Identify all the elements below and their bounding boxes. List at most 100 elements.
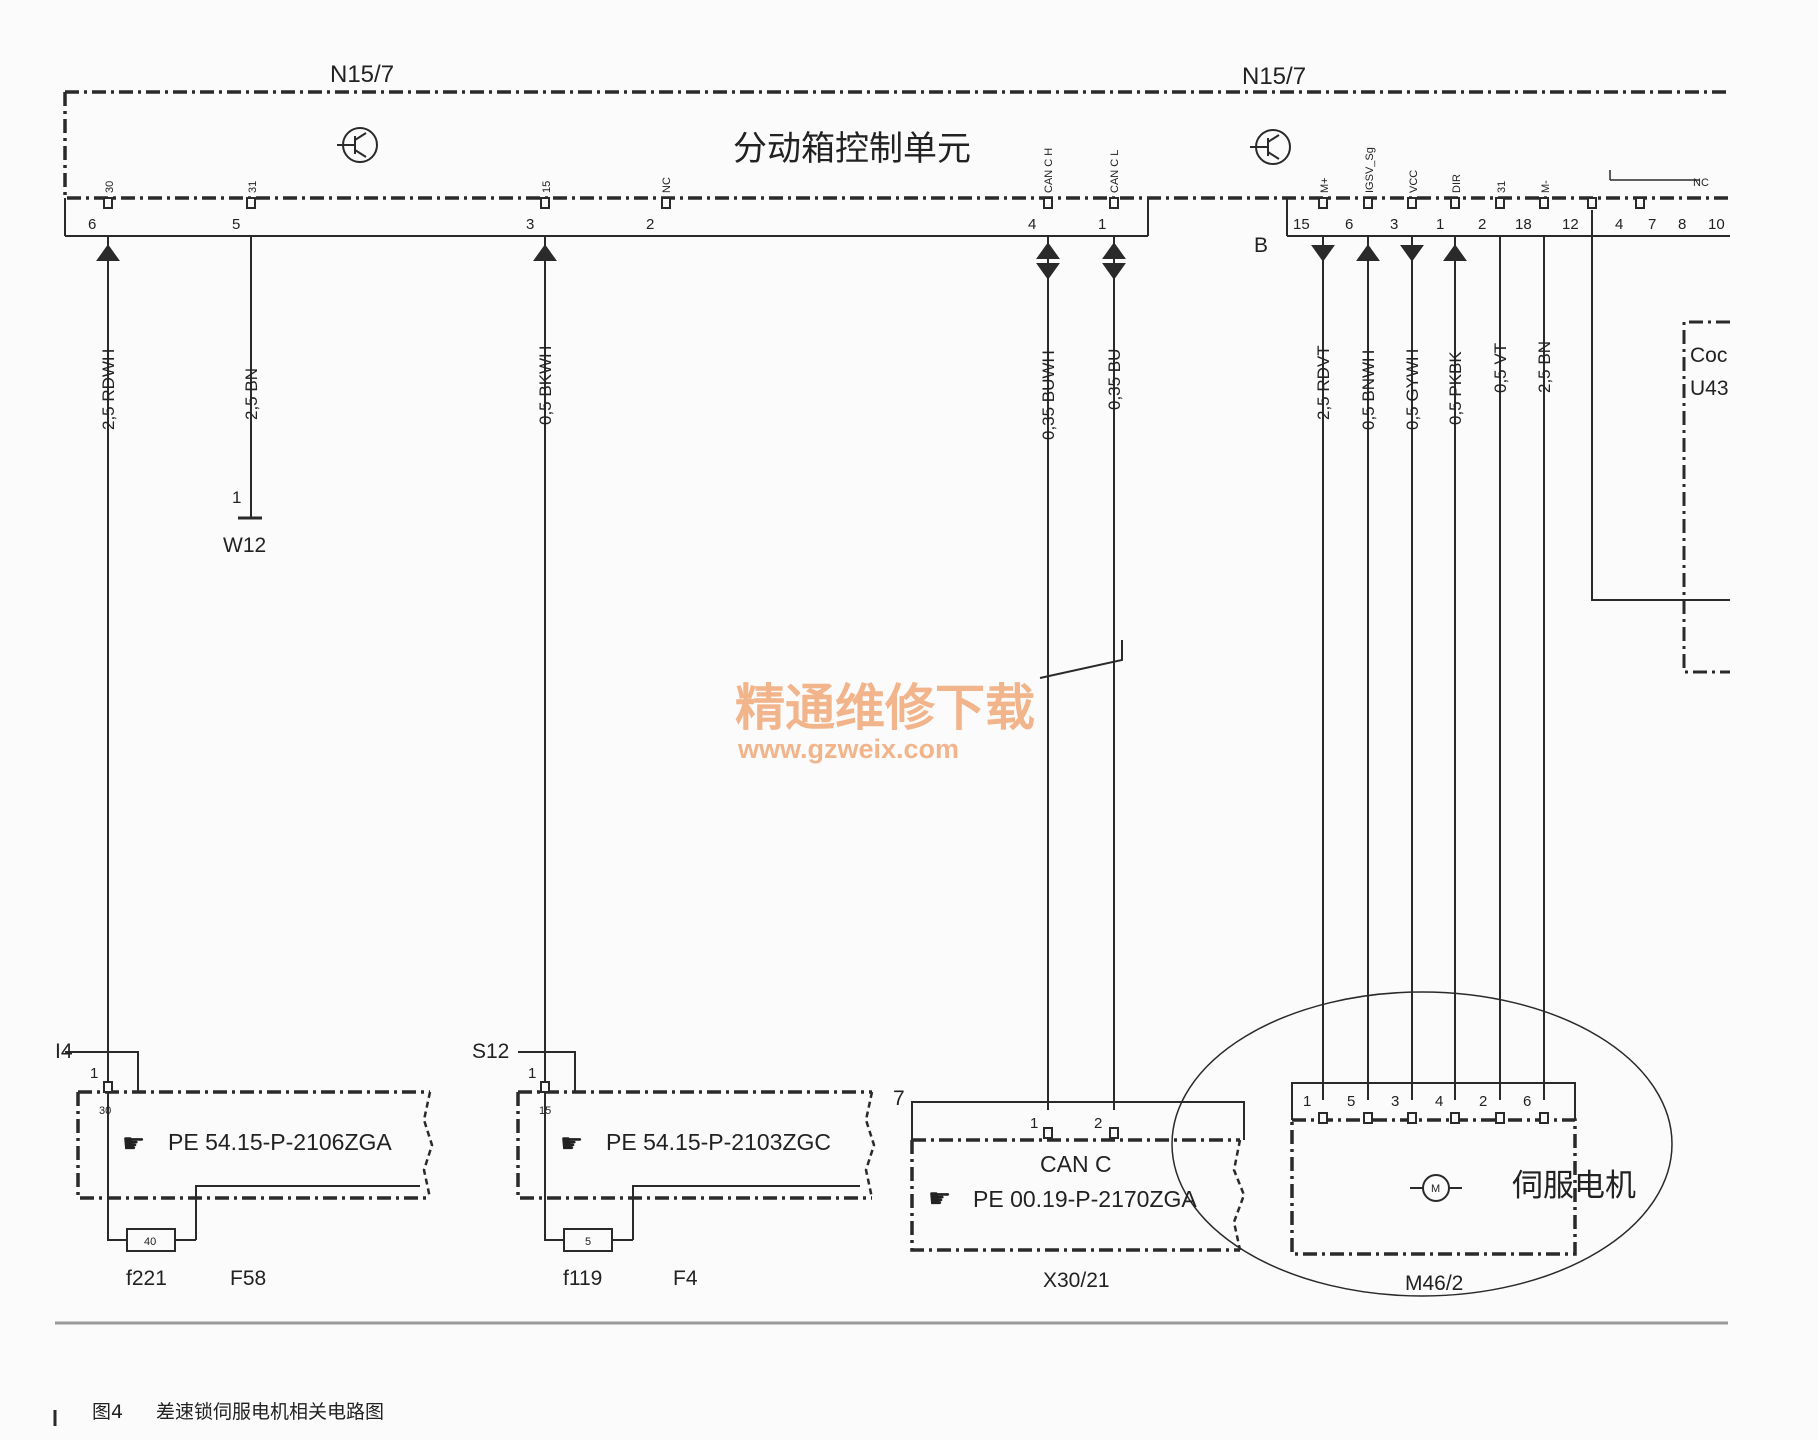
pin-number: 2 — [1479, 1093, 1487, 1110]
wire-label: 0,5 VT — [1491, 343, 1510, 393]
arrow-down-icon — [1400, 245, 1424, 262]
pin-stub — [1043, 1127, 1053, 1139]
wire-label: 2,5 BN — [1535, 341, 1554, 393]
motor-label: 伺服电机 — [1512, 1168, 1636, 1204]
pin-function-label: VCC — [1408, 170, 1420, 193]
arrow-down-icon — [1036, 263, 1060, 280]
fuse-block-id: F4 — [673, 1267, 698, 1290]
pin-function-label: M- — [1540, 180, 1552, 193]
arrow-down-icon — [1311, 245, 1335, 262]
control-unit-ref-right: N15/7 — [1242, 63, 1306, 90]
wire-label: 2,5 RDWH — [99, 349, 118, 430]
pin-stub — [1450, 1112, 1460, 1124]
fuse-block-ref: S12 — [472, 1040, 509, 1063]
arrow-up-icon — [1036, 242, 1060, 259]
doc-hand-icon: ☛ — [122, 1128, 145, 1158]
wire-label: 0,35 BU — [1105, 349, 1124, 410]
pin-number: 1 — [528, 1065, 536, 1082]
motor-id: M46/2 — [1405, 1272, 1463, 1295]
pin-number: 6 — [88, 216, 96, 233]
pin-stub — [1318, 197, 1328, 209]
can-block-doc: PE 00.19-P-2170ZGA — [973, 1186, 1197, 1212]
motor-block-outline — [1290, 1118, 1577, 1256]
pin-stub — [1109, 197, 1119, 209]
pin-stub — [1043, 197, 1053, 209]
pin-number: 4 — [1028, 216, 1036, 233]
pin-number: 2 — [646, 216, 654, 233]
wire-label: 0,5 BNWH — [1359, 350, 1378, 430]
pin-stubs — [103, 197, 1645, 1139]
direction-arrows — [96, 242, 1467, 280]
pin-stub — [103, 1081, 113, 1093]
pin-function-label: M+ — [1319, 177, 1331, 193]
control-unit-ref-left: N15/7 — [330, 61, 394, 88]
fuse-id: f221 — [126, 1267, 167, 1290]
pin-stub — [1587, 197, 1597, 209]
fuse-block-doc: PE 54.15-P-2103ZGC — [606, 1129, 831, 1155]
wire-label: 0,5 GYWH — [1403, 349, 1422, 430]
pin-stub — [1539, 197, 1549, 209]
ground-pin-number: 1 — [232, 488, 241, 507]
fuse-block-2-outline — [516, 1090, 872, 1200]
pin-function-label: 30 — [104, 181, 116, 193]
pin-stub — [1363, 197, 1373, 209]
fuse-block-id: F58 — [230, 1267, 266, 1290]
control-unit-name: 分动箱控制单元 — [733, 129, 971, 169]
wire-label: 2,5 BN — [242, 368, 261, 420]
transistor-icon — [1250, 129, 1291, 165]
control-unit-outline — [63, 90, 1730, 200]
arrow-up-icon — [533, 244, 557, 261]
pin-stub — [1407, 1112, 1417, 1124]
pin-number: 1 — [1436, 216, 1444, 233]
caption-text: 差速锁伺服电机相关电路图 — [156, 1401, 384, 1423]
motor-symbol: M — [1431, 1183, 1440, 1195]
arrow-up-icon — [1443, 244, 1467, 261]
pin-function-label: CAN C L — [1109, 150, 1121, 193]
pin-number: 1 — [90, 1065, 98, 1082]
pin-stub — [540, 1081, 550, 1093]
pin-stub — [661, 197, 671, 209]
motor-icon — [1410, 1174, 1462, 1202]
nc-label-right: NC — [1693, 177, 1709, 189]
wire-label: 2,5 RDVT — [1314, 345, 1333, 420]
pin-function-label: IGSV_Sg — [1364, 147, 1376, 193]
arrow-up-icon — [1102, 242, 1126, 259]
pin-function-label: CAN C H — [1043, 148, 1055, 193]
pin-stub — [1495, 197, 1505, 209]
pin-number: 1 — [1098, 216, 1106, 233]
pin-function-label: 31 — [247, 181, 259, 193]
pin-number: 15 — [1293, 216, 1310, 233]
pin-number: 12 — [1562, 216, 1579, 233]
can-block-outline — [910, 1138, 1240, 1252]
pin-number: 1 — [1303, 1093, 1311, 1110]
caption-figure-number: 图4 — [92, 1401, 123, 1423]
wire-pin12 — [1591, 210, 1730, 601]
fuse-id: f119 — [563, 1267, 602, 1290]
motor-highlight-ellipse — [1171, 991, 1673, 1297]
pin-number: 1 — [1030, 1115, 1038, 1132]
pin-number: 3 — [526, 216, 534, 233]
pin-number: 2 — [1478, 216, 1486, 233]
fuse-block-ref: I4 — [55, 1040, 73, 1063]
pin-number: 30 — [99, 1105, 111, 1117]
fuse-value: 5 — [585, 1236, 591, 1248]
pin-function-label: DIR — [1451, 174, 1463, 193]
pin-function-label: 31 — [1496, 181, 1508, 193]
ground-label: W12 — [223, 534, 266, 557]
pin-stub — [1109, 1127, 1119, 1139]
pin-stub — [1450, 197, 1460, 209]
wire-label: 0,35 BUWH — [1039, 350, 1058, 440]
transistor-icon — [337, 127, 378, 163]
pin-stub — [1539, 1112, 1549, 1124]
fuse-block-1-outline — [76, 1090, 430, 1200]
cutoff-box-outline — [1682, 320, 1730, 674]
wire-label: 0,5 BKWH — [536, 346, 555, 425]
pin-number: 18 — [1515, 216, 1532, 233]
pin-number: 5 — [232, 216, 240, 233]
pin-number: 4 — [1435, 1093, 1443, 1110]
watermark-url: www.gzweix.com — [737, 734, 959, 764]
pin-number: 6 — [1523, 1093, 1531, 1110]
pin-stub — [540, 197, 550, 209]
connector-b-label: B — [1254, 234, 1268, 257]
pin-number: 7 — [1648, 216, 1656, 233]
